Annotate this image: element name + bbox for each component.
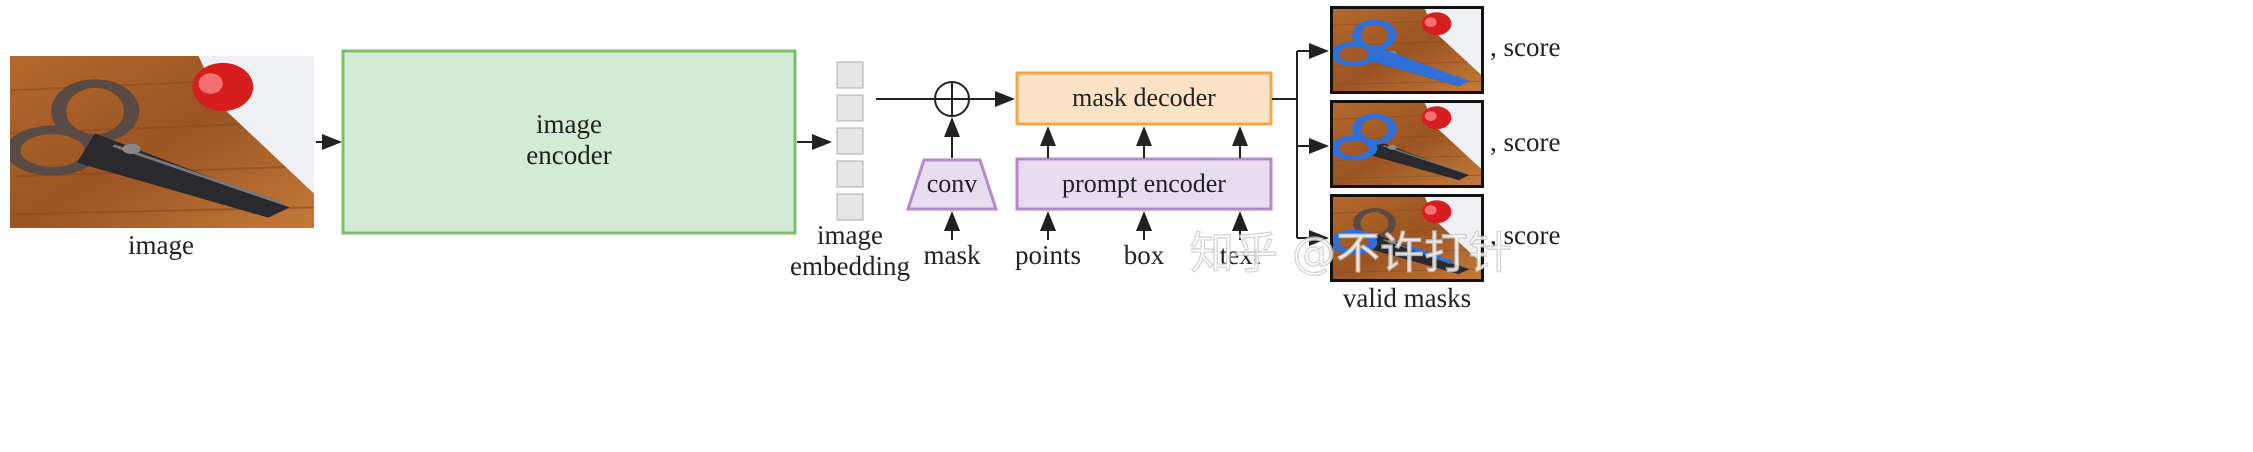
prompt-input-points: points — [1015, 240, 1081, 270]
sum-operator — [934, 81, 970, 117]
embedding-label-line2: embedding — [790, 251, 910, 281]
output-connectors — [1272, 43, 1329, 246]
embedding-label-line1: image — [817, 220, 883, 250]
embedding-cell — [836, 160, 864, 188]
image-embedding-stack — [836, 61, 864, 221]
watermark-text: 知乎 @不许打针 — [1190, 228, 1512, 279]
output-mask-1 — [1330, 6, 1484, 94]
image-encoder-box — [341, 49, 797, 235]
input-image — [10, 56, 314, 228]
image-encoder-label-line2: encoder — [526, 140, 611, 170]
mask-input-label: mask — [924, 240, 981, 270]
prompt-input-box: box — [1124, 240, 1165, 270]
prompt-encoder-label: prompt encoder — [1062, 169, 1226, 198]
embedding-cell — [836, 193, 864, 221]
prompt-input-text: text — [1220, 240, 1261, 270]
prompt-encoder-box — [1015, 157, 1273, 211]
mask-decoder-label: mask decoder — [1072, 83, 1216, 112]
conv-block — [905, 158, 999, 211]
output-score-2: , score — [1490, 127, 1560, 157]
output-mask-2 — [1330, 100, 1484, 188]
image-encoder-label-line1: image — [536, 109, 602, 139]
conv-label: conv — [927, 169, 978, 198]
input-image-label: image — [128, 230, 194, 260]
output-score-1: , score — [1490, 32, 1560, 62]
valid-masks-label: valid masks — [1343, 283, 1471, 313]
output-score-3: , score — [1490, 220, 1560, 250]
embedding-cell — [836, 94, 864, 122]
mask-decoder-box — [1015, 71, 1273, 126]
output-mask-3 — [1330, 194, 1484, 282]
embedding-cell — [836, 61, 864, 89]
embedding-cell — [836, 127, 864, 155]
